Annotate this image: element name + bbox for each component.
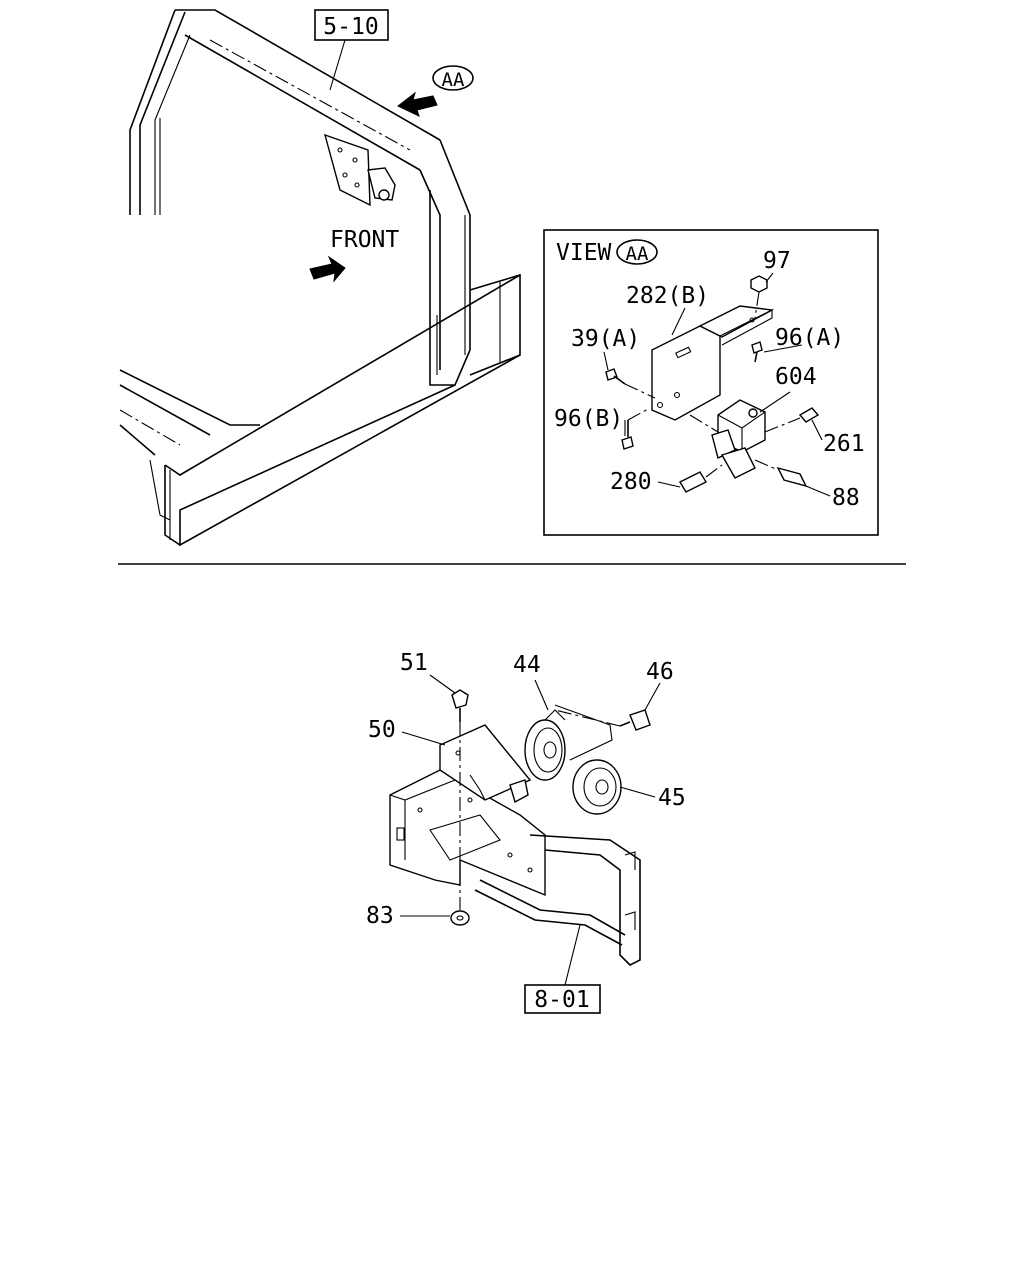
- front-arrow-icon: [309, 255, 346, 283]
- label-261: 261: [823, 431, 865, 457]
- inset-title-ref: AA: [626, 243, 649, 265]
- label-51: 51: [400, 650, 428, 676]
- label-83: 83: [366, 903, 394, 929]
- inset-view-aa: VIEW AA: [543, 229, 879, 536]
- label-96b: 96(B): [554, 406, 623, 432]
- label-50: 50: [368, 717, 396, 743]
- frame-assembly: 5-10 AA FRONT: [119, 9, 521, 547]
- label-39a: 39(A): [571, 326, 640, 352]
- label-282b: 282(B): [626, 283, 709, 309]
- view-callout-aa: AA: [442, 69, 465, 91]
- label-46: 46: [646, 659, 674, 685]
- label-45: 45: [658, 785, 686, 811]
- horn-assembly: 8-01 51 44 46 50 45 83: [366, 650, 686, 1014]
- ref-box-8-01: 8-01: [534, 987, 589, 1013]
- label-280: 280: [610, 469, 652, 495]
- view-arrow-icon: [397, 91, 438, 117]
- ref-box-5-10: 5-10: [323, 14, 378, 40]
- front-label: FRONT: [330, 227, 399, 253]
- label-88: 88: [832, 485, 860, 511]
- label-97: 97: [763, 248, 791, 274]
- label-44: 44: [513, 652, 541, 678]
- label-96a: 96(A): [775, 325, 844, 351]
- label-604: 604: [775, 364, 817, 390]
- inset-title: VIEW: [556, 240, 612, 266]
